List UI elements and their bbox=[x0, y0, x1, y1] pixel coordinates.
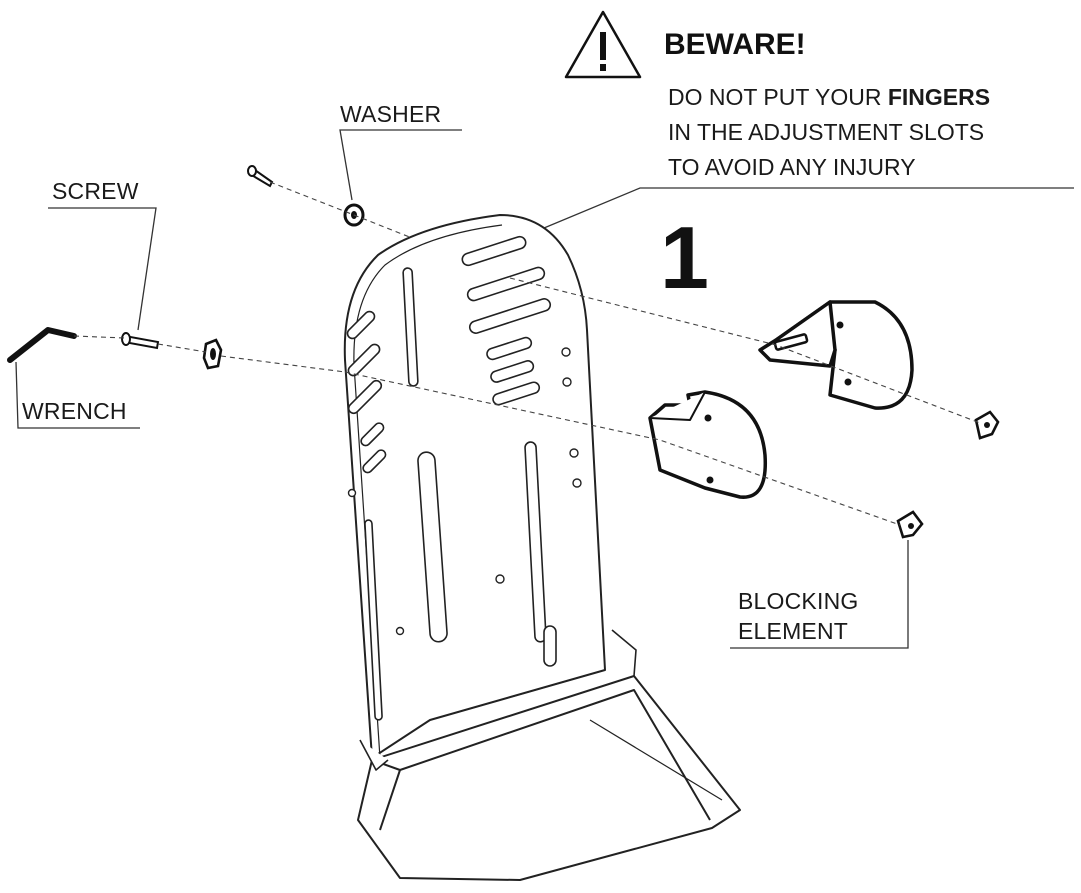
blocking-element-lower bbox=[896, 510, 924, 539]
label-blocking-line-1: BLOCKING bbox=[738, 588, 859, 614]
warning-triangle-icon bbox=[564, 10, 642, 79]
diagonal-adjustment-slots bbox=[346, 235, 557, 667]
warning-line-2: IN THE ADJUSTMENT SLOTS bbox=[668, 119, 985, 145]
screw-icon bbox=[121, 332, 160, 350]
headrest-bracket-lower bbox=[648, 390, 768, 499]
warning-line-1: DO NOT PUT YOUR FINGERS bbox=[668, 84, 990, 111]
nut-icon bbox=[202, 338, 223, 370]
long-adjustment-slots bbox=[364, 267, 547, 721]
label-leader-lines bbox=[15, 129, 909, 649]
warning-title: BEWARE! bbox=[664, 28, 806, 61]
warning-leader-line bbox=[519, 187, 1074, 239]
wrench-icon bbox=[7, 327, 77, 363]
assembly-guide-lines bbox=[73, 181, 981, 526]
label-washer: WASHER bbox=[340, 101, 442, 127]
label-wrench: WRENCH bbox=[22, 398, 127, 424]
mounting-holes bbox=[347, 347, 582, 636]
step-number: 1 bbox=[660, 208, 709, 307]
label-blocking-line-2: ELEMENT bbox=[738, 618, 849, 644]
blocking-element-upper bbox=[974, 410, 1000, 440]
seat-base bbox=[357, 629, 741, 881]
warning-line-3: TO AVOID ANY INJURY bbox=[668, 154, 916, 180]
headrest-bracket-upper bbox=[758, 300, 914, 410]
warning-line-1-emphasis: FINGERS bbox=[887, 84, 991, 110]
label-screw: SCREW bbox=[52, 178, 139, 204]
warning-line-1-text: DO NOT PUT YOUR bbox=[668, 84, 888, 110]
screw-upper-icon bbox=[247, 165, 274, 188]
